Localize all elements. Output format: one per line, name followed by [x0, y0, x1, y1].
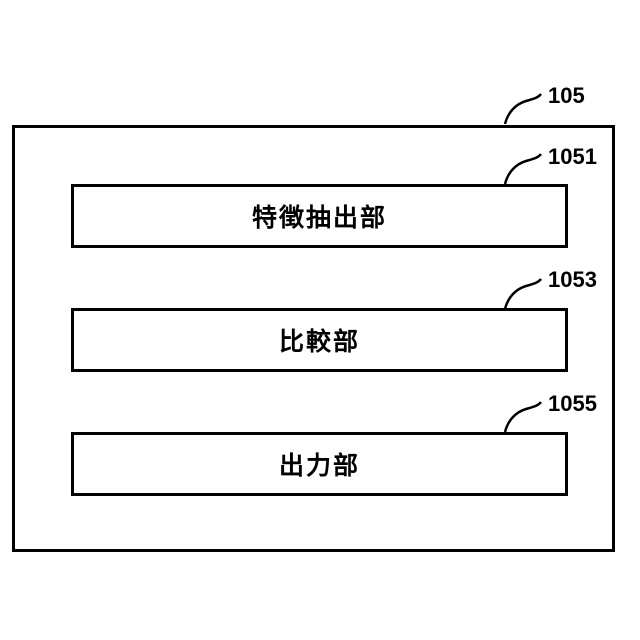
- output-label: 出力部: [279, 446, 360, 482]
- leader-line-105: [505, 94, 541, 124]
- feature-extraction-block: 特徴抽出部: [71, 184, 568, 248]
- ref-label-1053: 1053: [548, 269, 597, 291]
- ref-label-105: 105: [548, 85, 585, 107]
- output-block: 出力部: [71, 432, 568, 496]
- feature-extraction-label: 特徴抽出部: [252, 198, 387, 234]
- comparison-label: 比較部: [279, 322, 360, 358]
- comparison-block: 比較部: [71, 308, 568, 372]
- ref-label-1055: 1055: [548, 393, 597, 415]
- ref-label-1051: 1051: [548, 146, 597, 168]
